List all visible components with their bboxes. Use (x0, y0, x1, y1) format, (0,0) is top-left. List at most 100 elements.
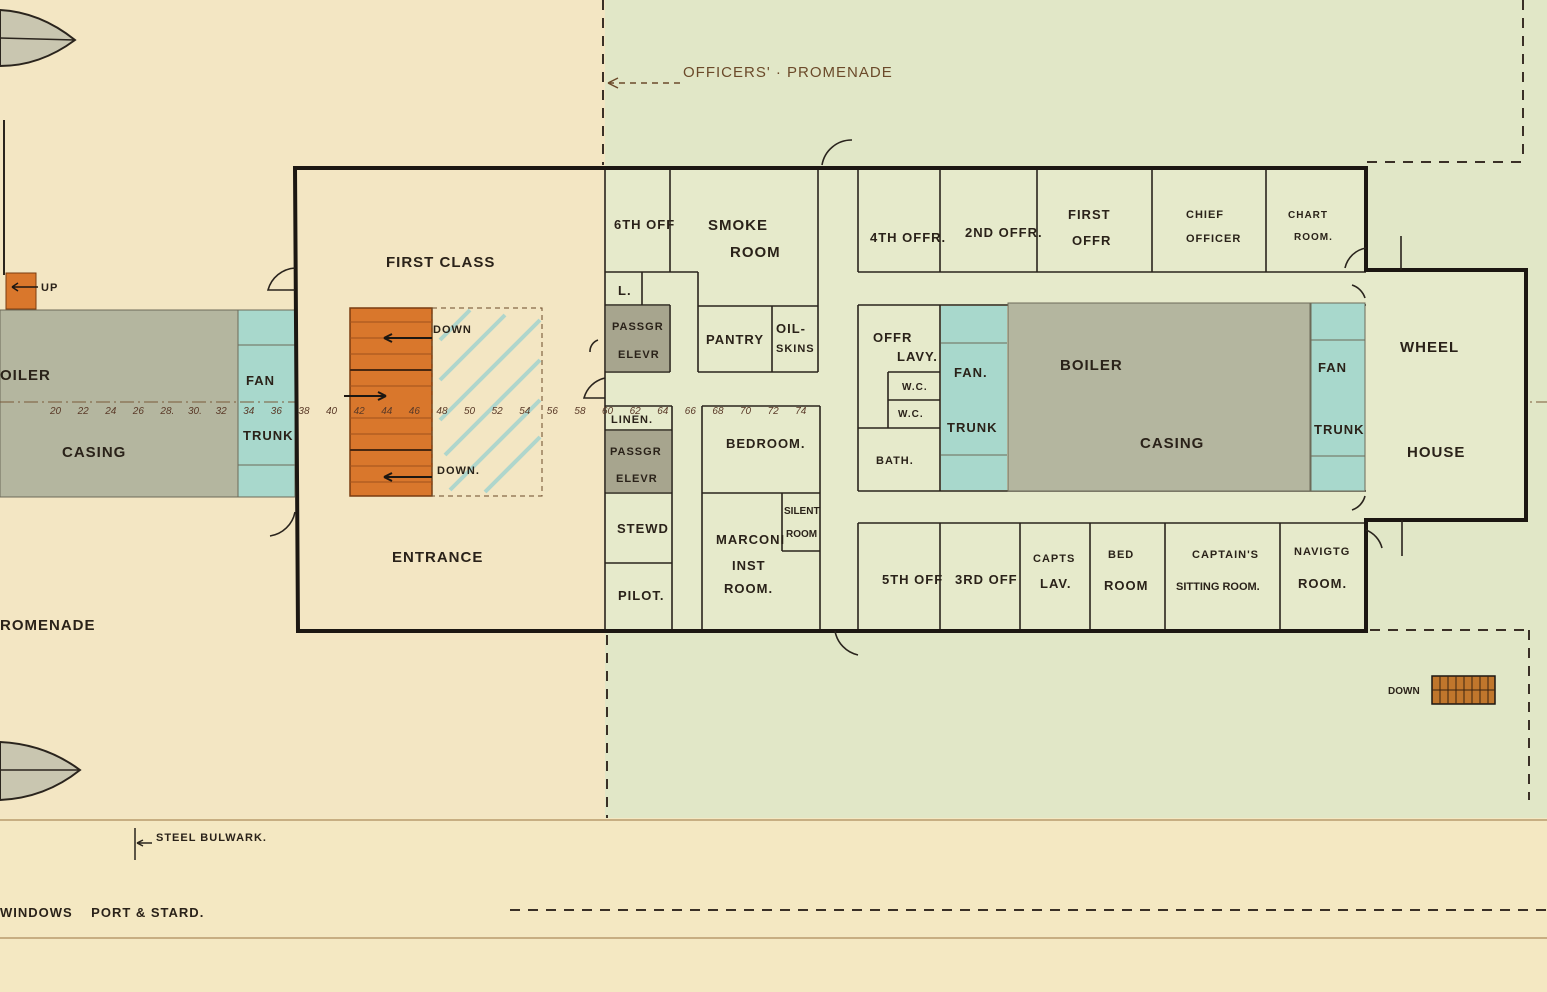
mid-fan-label: FAN. (954, 365, 988, 380)
third-officer-label: 3RD OFF (955, 572, 1018, 587)
frame-number: 26 (132, 406, 145, 417)
bed-room-label-2: ROOM (1104, 578, 1148, 593)
first-officer-label-2: OFFR (1072, 233, 1111, 248)
frame-number: 48 (436, 406, 448, 417)
oilskins-label-1: OIL- (776, 321, 806, 336)
down-arrow-1 (383, 333, 432, 343)
bed-room-label-1: BED (1108, 549, 1134, 561)
sixth-officer-label: 6TH OFF (614, 217, 675, 232)
frame-number: 68 (712, 406, 724, 417)
smoke-room-label-1: SMOKE (708, 217, 768, 234)
frame-number: 52 (492, 406, 504, 417)
frame-number: 36 (271, 406, 283, 417)
frame-number: 38 (298, 406, 310, 417)
frame-number: 30. (188, 406, 202, 417)
mid-casing (1007, 302, 1311, 492)
pass-elev-2-label-2: ELEVR (616, 473, 658, 485)
frame-number: 70 (740, 406, 752, 417)
mid-trunk-label: TRUNK (947, 420, 998, 435)
up-stairs (5, 272, 37, 310)
fifth-officer-label: 5TH OFF (882, 572, 943, 587)
linen-label: LINEN. (611, 414, 653, 426)
promenade-left-label: ROMENADE (0, 617, 96, 634)
pass-elev-1-label-2: ELEVR (618, 349, 660, 361)
oilskins-label-2: SKINS (776, 343, 815, 355)
mid-boiler-label: BOILER (1060, 357, 1123, 374)
pass-elev-1-label-1: PASSGR (612, 321, 664, 333)
l-label: L. (618, 283, 632, 298)
frame-number: 42 (354, 406, 366, 417)
steel-bulwark-label: STEEL BULWARK. (156, 832, 267, 844)
second-officer-label: 2ND OFFR. (965, 225, 1043, 240)
wc-label-2: W.C. (898, 409, 924, 420)
captains-sitting-label-2: SITTING ROOM. (1176, 581, 1260, 593)
entrance-label: ENTRANCE (392, 549, 483, 566)
frame-number: 72 (768, 406, 780, 417)
frame-number: 44 (381, 406, 393, 417)
promenade-dashed-boundary (510, 0, 1547, 911)
frame-number: 66 (685, 406, 697, 417)
marconi-label-3: ROOM. (724, 581, 773, 596)
up-label: UP (41, 282, 58, 294)
captains-sitting-label-1: CAPTAIN'S (1192, 549, 1259, 561)
chart-room-label-2: ROOM. (1294, 232, 1333, 243)
fourth-officer-label: 4TH OFFR. (870, 230, 946, 245)
right-trunk-label: TRUNK (1314, 422, 1365, 437)
staircase-well-hatch (438, 308, 542, 494)
frame-number: 46 (409, 406, 421, 417)
down-stairs-right-treads (1432, 676, 1495, 704)
frame-number: 54 (519, 406, 531, 417)
frame-number: 60 (602, 406, 614, 417)
chief-officer-label-1: CHIEF (1186, 209, 1224, 221)
up-arrow (11, 282, 38, 292)
smoke-room-label-2: ROOM (730, 244, 781, 261)
bedroom-label: BEDROOM. (726, 436, 806, 451)
pantry-label: PANTRY (706, 332, 764, 347)
mid-casing-label: CASING (1140, 435, 1204, 452)
frame-number: 40 (326, 406, 338, 417)
frame-number: 22 (77, 406, 90, 417)
navig-room-label-1: NAVIGTG (1294, 546, 1350, 558)
center-arrow (344, 391, 387, 401)
down-label-2: DOWN. (437, 465, 480, 477)
frame-number: 20 (49, 406, 62, 417)
deckhouse-outer-wall (292, 166, 1528, 633)
down-arrow-2 (383, 472, 432, 482)
left-boiler-label: OILER (0, 367, 51, 384)
promenade-arrow-head (607, 77, 619, 89)
officers-promenade-label: OFFICERS' · PROMENADE (683, 64, 893, 81)
windows-label: WINDOWS PORT & STARD. (0, 905, 204, 920)
passenger-elevator-2 (606, 431, 671, 492)
left-casing (0, 309, 239, 498)
left-fan-trunk (237, 309, 296, 498)
right-fan-trunk (1310, 302, 1366, 492)
first-class-label: FIRST CLASS (386, 254, 495, 271)
bulwark-arrow (136, 839, 152, 847)
offr-lavy-label-1: OFFR (873, 330, 912, 345)
passenger-elevator-1 (606, 306, 669, 371)
left-house-fill (295, 168, 605, 631)
frame-number: 62 (630, 406, 642, 417)
left-casing-label: CASING (62, 444, 126, 461)
wc-label-1: W.C. (902, 382, 928, 393)
frame-number: 28. (159, 406, 174, 417)
silent-room-label-2: ROOM (786, 529, 817, 540)
chief-officer-label-2: OFFICER (1186, 233, 1241, 245)
lifeboat-top-keel (0, 37, 76, 41)
grand-staircase (349, 307, 433, 497)
left-fan-label: FAN (246, 373, 275, 388)
officer-partitions-left (604, 168, 821, 631)
mid-fan-trunk (941, 306, 1007, 490)
frame-number: 64 (657, 406, 669, 417)
door-swings (266, 139, 1383, 656)
down-label-1: DOWN (433, 324, 472, 336)
capts-lav-label-2: LAV. (1040, 576, 1071, 591)
frame-number: 50 (464, 406, 476, 417)
frame-number: 24 (104, 406, 117, 417)
pilot-label: PILOT. (618, 588, 664, 603)
down-label-3: DOWN (1388, 686, 1420, 697)
first-officer-label-1: FIRST (1068, 207, 1111, 222)
chart-room-label-1: CHART (1288, 210, 1328, 221)
frame-number: 34 (243, 406, 255, 417)
